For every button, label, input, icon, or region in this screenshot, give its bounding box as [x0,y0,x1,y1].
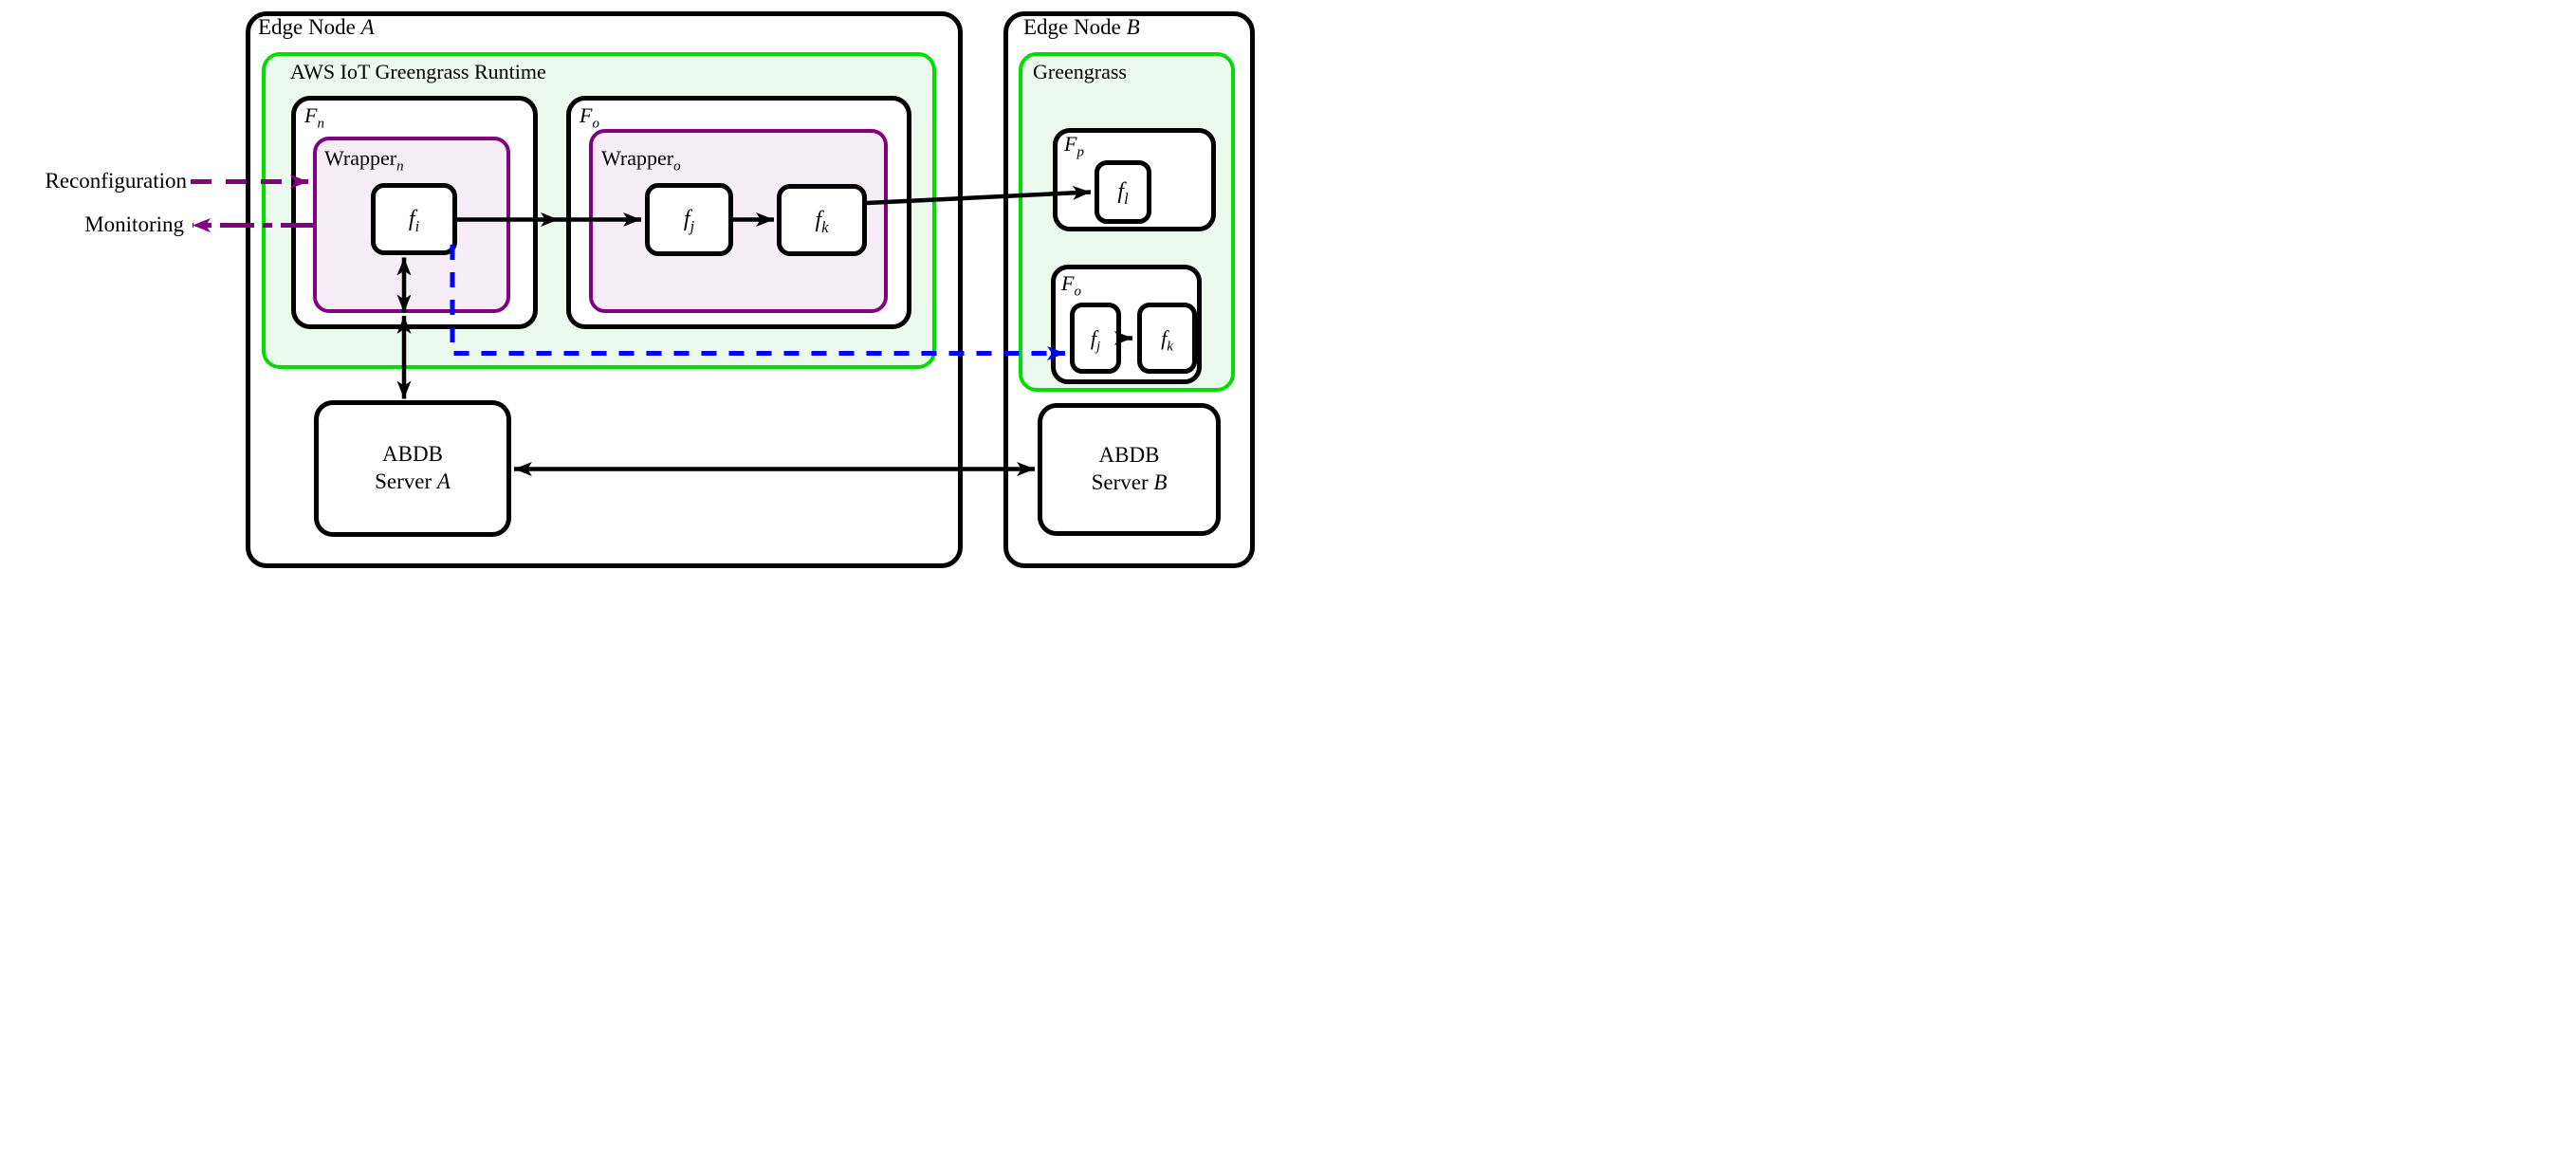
abdb-server-b-box: ABDB Server B [1038,403,1221,536]
wrapper-n-label: Wrappern [324,146,404,175]
edge-node-b-title: Edge Node B [1023,15,1140,39]
function-fk-a-label: fk [815,207,829,236]
greengrass-runtime-a-label: AWS IoT Greengrass Runtime [290,60,546,83]
function-fl-label: fl [1117,179,1129,208]
function-fi-box: fi [371,183,457,255]
function-fj-b-label: fj [1090,325,1101,354]
function-fj-b-box: fj [1070,303,1121,374]
function-fj-a-label: fj [683,207,695,235]
abdb-server-b-line2: Server B [1091,470,1168,494]
greengrass-runtime-b-label: Greengrass [1033,60,1127,83]
abdb-server-a-box: ABDB Server A [314,400,511,537]
reconfiguration-label: Reconfiguration [45,169,187,193]
function-fp-label: Fp [1064,132,1084,160]
abdb-server-a-line2: Server A [375,470,451,493]
abdb-server-a-line1: ABDB [382,442,443,467]
abdb-server-b-line1: ABDB [1098,443,1160,468]
function-fk-a-box: fk [777,184,867,256]
function-fk-b-box: fk [1137,303,1197,374]
function-fn-label: Fn [304,103,324,132]
function-fi-label: fi [408,206,420,235]
function-fk-b-label: fk [1161,325,1173,354]
function-fj-a-box: fj [645,183,733,256]
function-fo-a-label: Fo [580,103,599,132]
function-fo-b-label: Fo [1061,271,1081,300]
monitoring-label: Monitoring [84,212,184,236]
edge-node-a-title: Edge Node A [258,15,375,39]
wrapper-o-label: Wrappero [601,146,681,175]
function-fl-box: fl [1095,160,1151,224]
architecture-diagram: Edge Node A AWS IoT Greengrass Runtime F… [0,0,1288,580]
